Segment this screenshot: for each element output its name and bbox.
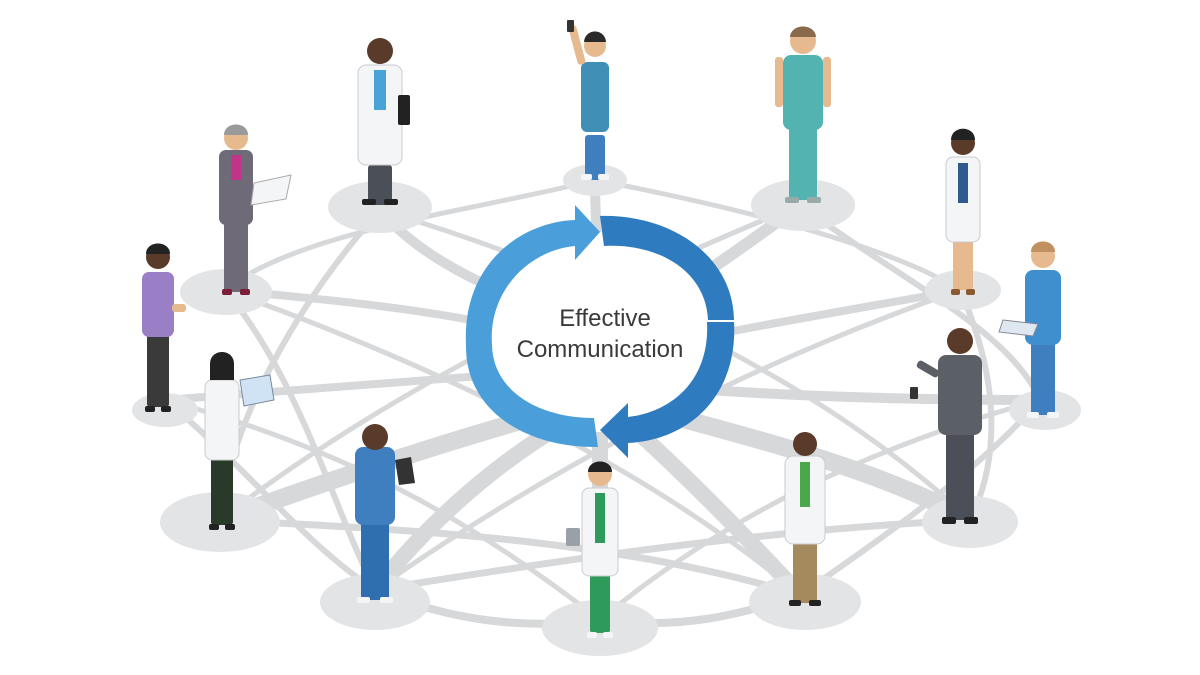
cycle-arrow-bottom xyxy=(600,322,735,458)
person-woman-laptop xyxy=(219,124,292,295)
person-doctor-green-scrubs xyxy=(566,461,619,638)
person-doctor-thinking xyxy=(784,432,826,606)
cycle-arrow-top-tail xyxy=(600,215,734,320)
person-woman-tablet xyxy=(204,352,275,530)
person-woman-purple-phone xyxy=(142,243,186,412)
platform xyxy=(328,181,432,233)
person-nurse-phone xyxy=(567,20,609,180)
person-man-suit-phone xyxy=(910,328,982,524)
network-line xyxy=(162,397,378,593)
center-ellipse xyxy=(466,232,730,432)
person-doctor-woman xyxy=(945,128,981,295)
network-line xyxy=(797,397,1043,598)
person-nurse-blue-tablet xyxy=(998,241,1061,418)
people xyxy=(142,20,1061,638)
platform xyxy=(751,179,855,231)
center-label-line1: Effective xyxy=(559,305,651,332)
person-nurse-tablet xyxy=(355,424,415,603)
center-label-line2: Communication xyxy=(517,336,684,363)
cycle-arrow-bottom-tail xyxy=(465,345,598,448)
platform xyxy=(320,574,430,630)
network-line xyxy=(371,516,974,594)
network-line xyxy=(222,287,378,593)
network-line xyxy=(216,516,804,599)
center-cycle: Effective Communication xyxy=(465,205,735,458)
person-nurse-teal-scrubs xyxy=(775,26,831,203)
network-line xyxy=(622,417,808,603)
person-doctor-clipboard xyxy=(357,38,410,205)
cycle-arrow-top xyxy=(465,205,600,345)
